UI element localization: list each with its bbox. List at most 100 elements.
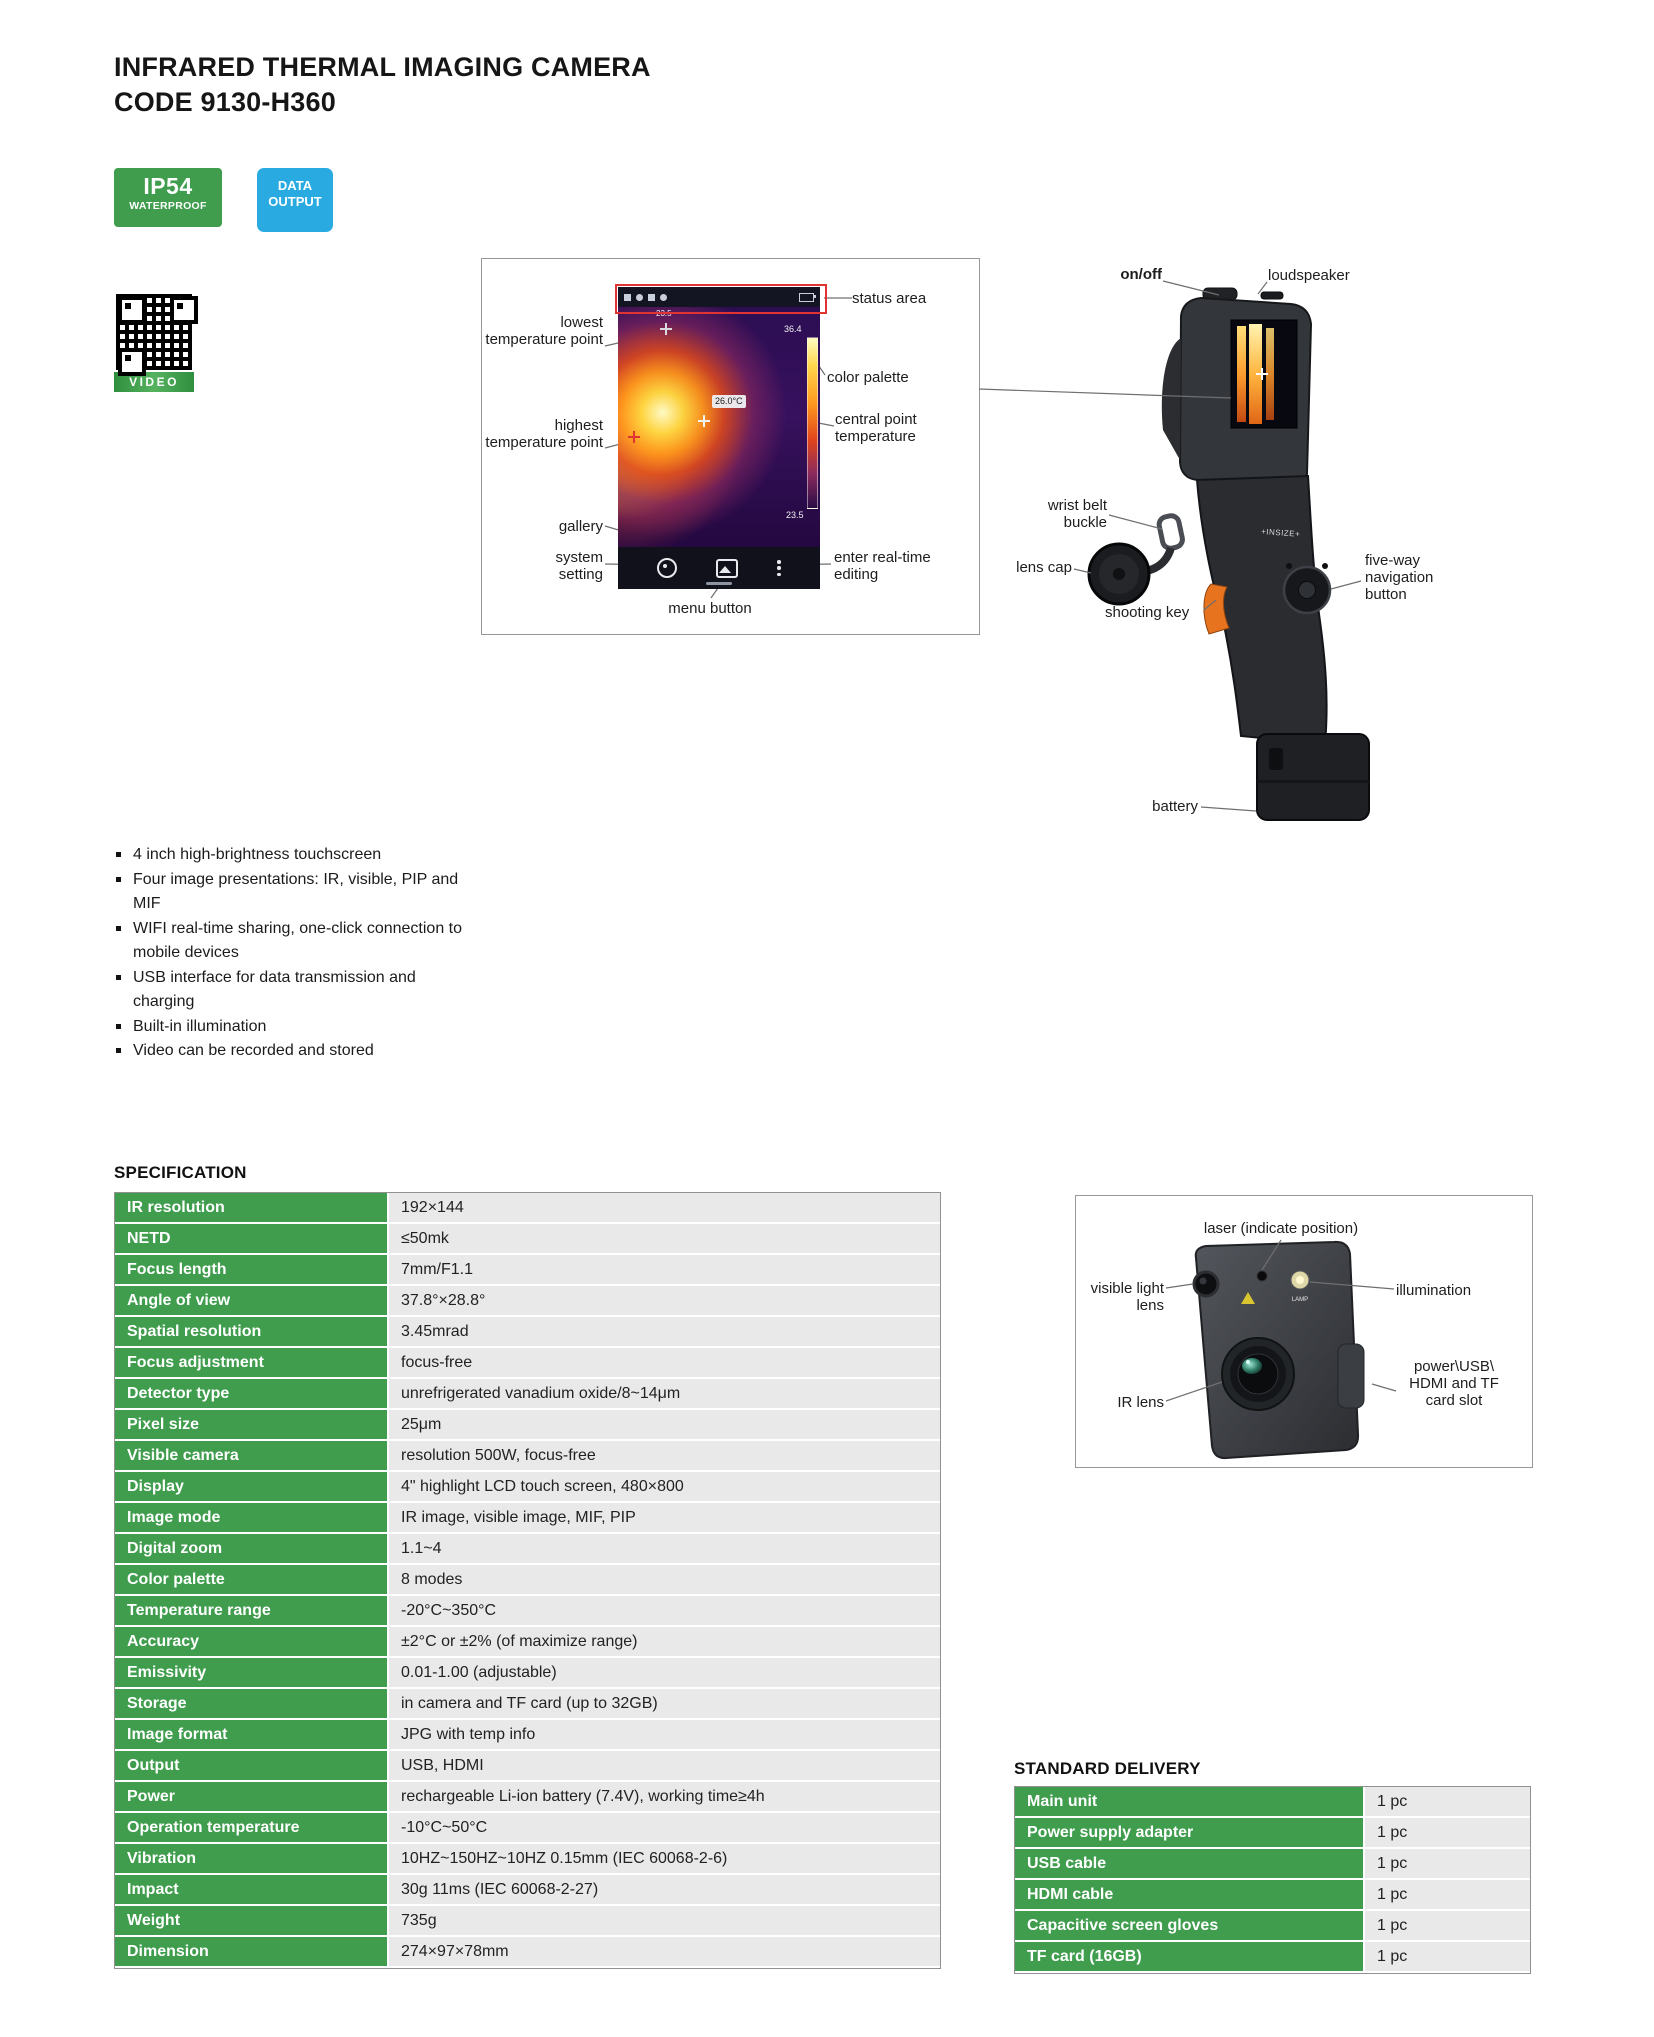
spec-row: Image mode IR image, visible image, MIF,… (115, 1503, 940, 1534)
delivery-qty: 1 pc (1363, 1880, 1530, 1911)
spec-row: Display 4" highlight LCD touch screen, 4… (115, 1472, 940, 1503)
ip54-waterproof-badge: IP54 WATERPROOF (114, 168, 222, 227)
spec-row: Temperature range -20°C~350°C (115, 1596, 940, 1627)
delivery-qty: 1 pc (1363, 1787, 1530, 1818)
spec-row: Visible camera resolution 500W, focus-fr… (115, 1441, 940, 1472)
delivery-row: Main unit 1 pc (1015, 1787, 1530, 1818)
color-palette-bar (807, 337, 818, 509)
label-on-off: on/off (1120, 266, 1162, 283)
spec-label: NETD (115, 1224, 387, 1255)
screen-toolbar (618, 547, 820, 589)
label-loudspeaker: loudspeaker (1268, 267, 1350, 284)
spec-value: 10HZ~150HZ~10HZ 0.15mm (IEC 60068-2-6) (387, 1844, 940, 1875)
spec-label: Focus adjustment (115, 1348, 387, 1379)
spec-label: Weight (115, 1906, 387, 1937)
spec-label: Detector type (115, 1379, 387, 1410)
spec-row: Color palette 8 modes (115, 1565, 940, 1596)
spec-row: Angle of view 37.8°×28.8° (115, 1286, 940, 1317)
feature-text: Video can be recorded and stored (133, 1042, 374, 1059)
feature-text: 4 inch high-brightness touchscreen (133, 846, 382, 863)
spec-label: Vibration (115, 1844, 387, 1875)
spec-label: Emissivity (115, 1658, 387, 1689)
settings-gear-icon (657, 558, 678, 578)
spec-value: ≤50mk (387, 1224, 940, 1255)
spec-value: unrefrigerated vanadium oxide/8~14μm (387, 1379, 940, 1410)
label-enter-realtime-editing: enter real-time editing (834, 549, 931, 583)
camera-front-diagram: LAMP laser (indicate position) visible l… (1075, 1195, 1533, 1468)
feature-item: Video can be recorded and stored (114, 1039, 481, 1064)
spec-value: in camera and TF card (up to 32GB) (387, 1689, 940, 1720)
delivery-qty: 1 pc (1363, 1942, 1530, 1973)
label-lowest-temperature-point: lowest temperature point (485, 314, 603, 348)
page-title-line2: CODE 9130-H360 (114, 87, 336, 117)
spec-row: Output USB, HDMI (115, 1751, 940, 1782)
spec-value: resolution 500W, focus-free (387, 1441, 940, 1472)
spec-value: 37.8°×28.8° (387, 1286, 940, 1317)
label-illumination: illumination (1396, 1282, 1472, 1299)
brand-text: +INSIZE+ (1261, 527, 1301, 539)
label-power-usb-hdmi-tf-slot: power\USB\ HDMI and TF card slot (1398, 1358, 1510, 1409)
qr-code (114, 292, 198, 376)
spec-row: Operation temperature -10°C~50°C (115, 1813, 940, 1844)
standard-delivery-heading: STANDARD DELIVERY (1014, 1759, 1201, 1778)
label-ir-lens: IR lens (1117, 1394, 1164, 1411)
delivery-item: Main unit (1015, 1787, 1363, 1818)
bullet-square-icon (116, 876, 121, 882)
qr-finder-tr (170, 296, 198, 324)
spec-value: 30g 11ms (IEC 60068-2-27) (387, 1875, 940, 1906)
highest-point-crosshair-icon (628, 431, 640, 443)
spec-row: Accuracy ±2°C or ±2% (of maximize range) (115, 1627, 940, 1658)
scale-min-readout: 23.5 (786, 510, 804, 520)
spec-row: Digital zoom 1.1~4 (115, 1534, 940, 1565)
spec-row: Spatial resolution 3.45mrad (115, 1317, 940, 1348)
label-power-line3: card slot (1425, 1392, 1483, 1409)
video-qr-block: VIDEO (114, 292, 198, 392)
spec-row: Pixel size 25μm (115, 1410, 940, 1441)
spec-label: Power (115, 1782, 387, 1813)
label-five-way-navigation-button: five-way navigation button (1365, 552, 1434, 603)
data-output-badge: DATA OUTPUT (257, 168, 333, 232)
lamp-text: LAMP (1292, 1297, 1308, 1303)
feature-item: Four image presentations: IR, visible, P… (114, 868, 481, 917)
label-wrist-belt-buckle: wrist belt buckle (1047, 497, 1107, 531)
status-icon-1 (624, 293, 631, 301)
label-highest-temperature-point: highest temperature point (485, 417, 603, 451)
feature-text: USB interface for data transmission and … (133, 968, 416, 1011)
spec-value: 8 modes (387, 1565, 940, 1596)
delivery-item: HDMI cable (1015, 1880, 1363, 1911)
status-icon-2 (636, 293, 643, 301)
status-icon-4 (660, 293, 667, 301)
spec-label: Accuracy (115, 1627, 387, 1658)
delivery-qty: 1 pc (1363, 1911, 1530, 1942)
ip54-badge-text: IP54 (143, 173, 193, 199)
spec-value: 192×144 (387, 1193, 940, 1224)
delivery-row: USB cable 1 pc (1015, 1849, 1530, 1880)
label-lens-cap: lens cap (1016, 559, 1072, 576)
label-power-line2: HDMI and TF (1409, 1375, 1499, 1392)
label-central-point-temperature: central point temperature (835, 411, 917, 445)
spec-value: IR image, visible image, MIF, PIP (387, 1503, 940, 1534)
delivery-item: Capacitive screen gloves (1015, 1911, 1363, 1942)
spec-value: 0.01-1.00 (adjustable) (387, 1658, 940, 1689)
spec-row: Detector type unrefrigerated vanadium ox… (115, 1379, 940, 1410)
lowest-point-crosshair-icon (660, 323, 672, 335)
data-badge-text-2: OUTPUT (268, 194, 322, 209)
spec-label: Color palette (115, 1565, 387, 1596)
feature-text: WIFI real-time sharing, one-click connec… (133, 919, 463, 962)
delivery-item: TF card (16GB) (1015, 1942, 1363, 1973)
label-battery: battery (1152, 798, 1198, 815)
spec-value: 3.45mrad (387, 1317, 940, 1348)
delivery-row: Power supply adapter 1 pc (1015, 1818, 1530, 1849)
camera-back-illustration: +INSIZE+ (1087, 287, 1370, 821)
bullet-square-icon (116, 925, 121, 931)
spec-row: Focus adjustment focus-free (115, 1348, 940, 1379)
qr-finder-bl (118, 348, 146, 376)
spec-row: IR resolution 192×144 (115, 1193, 940, 1224)
gallery-icon (716, 558, 739, 578)
bullet-square-icon (116, 1048, 121, 1053)
spec-value: ±2°C or ±2% (of maximize range) (387, 1627, 940, 1658)
delivery-row: Capacitive screen gloves 1 pc (1015, 1911, 1530, 1942)
label-menu-button: menu button (668, 600, 752, 617)
spec-value: 735g (387, 1906, 940, 1937)
